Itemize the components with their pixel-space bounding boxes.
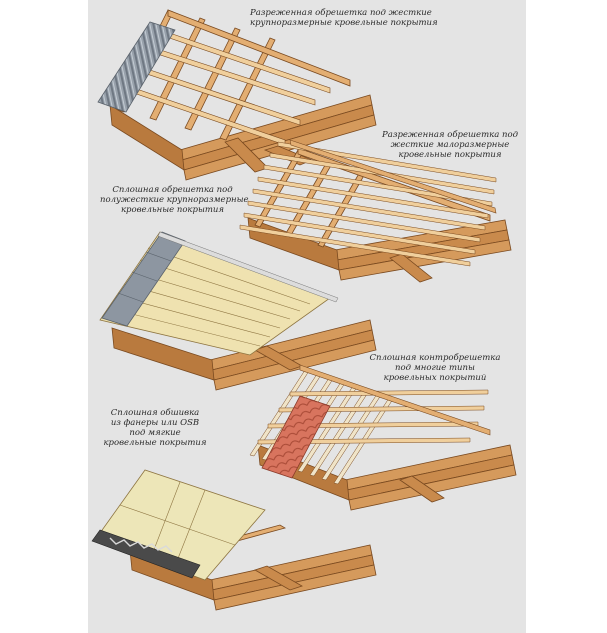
sheet-laps [117, 251, 172, 303]
roof-4-counter-batten [249, 364, 517, 511]
caption-line: под многие типы [395, 363, 475, 373]
caption-solid-counter-batten: Сплошная контробрешетка под многие типы … [365, 353, 505, 383]
log-wall [111, 319, 377, 391]
caption-line: крупноразмерные кровельные покрытия [250, 18, 438, 28]
caption-solid-plywood-osb: Сплошная обшивка из фанеры или OSB под м… [100, 408, 210, 448]
caption-line: жесткие малоразмерные [390, 140, 510, 150]
caption-line: кровельных покрытий [383, 373, 487, 383]
ridge-beam [299, 364, 491, 436]
roof-3-solid-semirigid [99, 231, 377, 391]
caption-solid-semirigid: Сплошная обрешетка под полужесткие крупн… [100, 185, 249, 215]
caption-line: кровельные покрытия [120, 205, 225, 215]
caption-line: Сплошная обшивка [110, 408, 200, 418]
caption-line: полужесткие крупноразмерные [100, 195, 249, 205]
ridge-board [289, 139, 497, 214]
caption-sparse-rigid-small: Разреженная обрешетка под жесткие малора… [380, 130, 520, 160]
caption-line: Сплошная контробрешетка [369, 353, 501, 363]
roof-1-sparse-rigid-large [97, 9, 377, 181]
tile-covering [261, 395, 331, 479]
battens [239, 141, 497, 267]
caption-line: Сплошная обрешетка под [112, 185, 233, 195]
caption-line: Разреженная обрешетка под жесткие [250, 8, 432, 18]
ridge-edge [157, 231, 339, 303]
metal-sheet [101, 231, 186, 327]
battens [124, 27, 331, 146]
shingle-tabs [109, 537, 173, 553]
caption-line: кровельные покрытия [398, 150, 502, 160]
caption-line: из фанеры или OSB [110, 418, 200, 428]
caption-line: Разреженная обрешетка под [382, 130, 518, 140]
roof-5-plywood-osb [91, 469, 377, 611]
caption-line: кровельные покрытия [103, 438, 207, 448]
caption-line: под мягкие [129, 428, 181, 438]
roof-2-sparse-rigid-small [239, 139, 512, 283]
caption-sparse-rigid-large: Разреженная обрешетка под жесткие крупно… [250, 8, 438, 28]
corrugated-sheet [97, 21, 176, 113]
